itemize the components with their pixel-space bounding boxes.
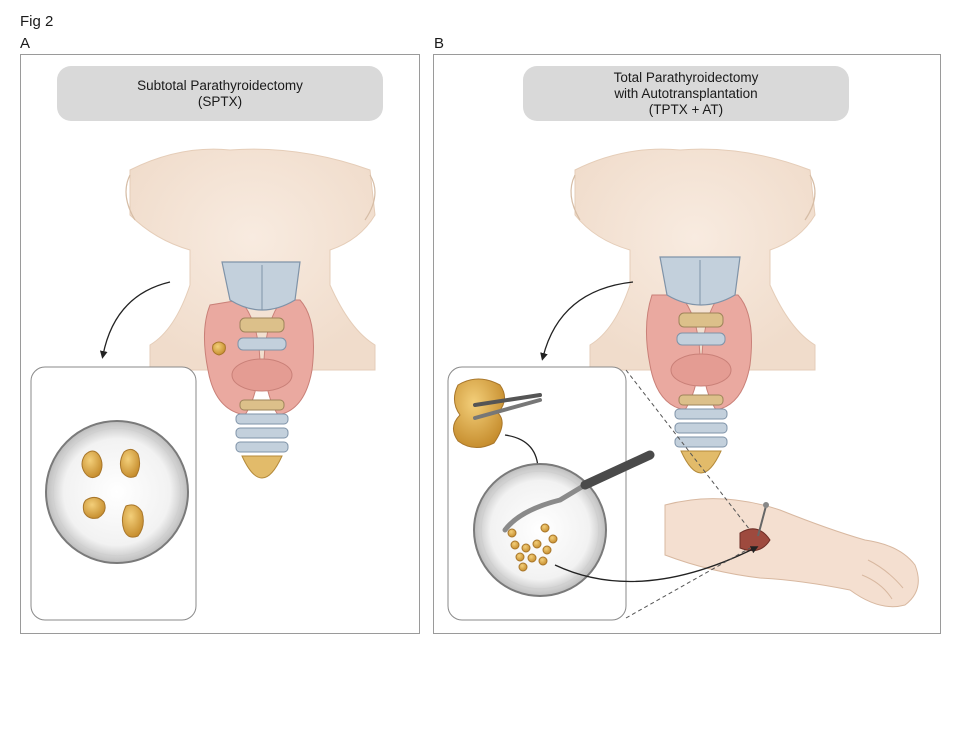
implant-incision bbox=[739, 502, 771, 552]
trachea-a bbox=[235, 399, 289, 479]
trachea-b bbox=[674, 394, 728, 474]
larynx-cartilage-b bbox=[659, 256, 741, 346]
panel-b-title: Total Parathyroidectomy with Autotranspl… bbox=[523, 66, 849, 121]
arrow-transplant bbox=[554, 546, 759, 583]
panel-a-title-line2: (SPTX) bbox=[197, 93, 243, 109]
zoom-guide-lines bbox=[625, 369, 751, 619]
excised-gland bbox=[453, 378, 505, 448]
panel-a-title-line1: Subtotal Parathyroidectomy bbox=[137, 77, 303, 93]
neck-illustration-a bbox=[125, 148, 376, 371]
petri-dish-a bbox=[45, 420, 189, 564]
arrow-a bbox=[99, 281, 171, 359]
petri-dish-b bbox=[473, 463, 607, 597]
panel-b-title-line3: (TPTX + AT) bbox=[648, 101, 724, 117]
scalpel bbox=[502, 450, 655, 533]
gland-fragments-a bbox=[81, 448, 144, 538]
minced-fragments bbox=[507, 523, 558, 572]
larynx-cartilage-a bbox=[221, 261, 301, 351]
panel-b-title-line2: with Autotransplantation bbox=[614, 85, 758, 101]
panel-b-title-line1: Total Parathyroidectomy bbox=[613, 69, 759, 85]
forceps bbox=[473, 393, 542, 420]
remnant-gland-a bbox=[212, 341, 226, 356]
panel-b-letter: B bbox=[434, 35, 445, 52]
arrow-b bbox=[540, 281, 634, 361]
forearm-illustration bbox=[664, 498, 919, 608]
panel-a-title: Subtotal Parathyroidectomy (SPTX) bbox=[57, 66, 383, 121]
panel-a-letter: A bbox=[20, 35, 31, 52]
figure-label: Fig 2 bbox=[20, 13, 54, 30]
